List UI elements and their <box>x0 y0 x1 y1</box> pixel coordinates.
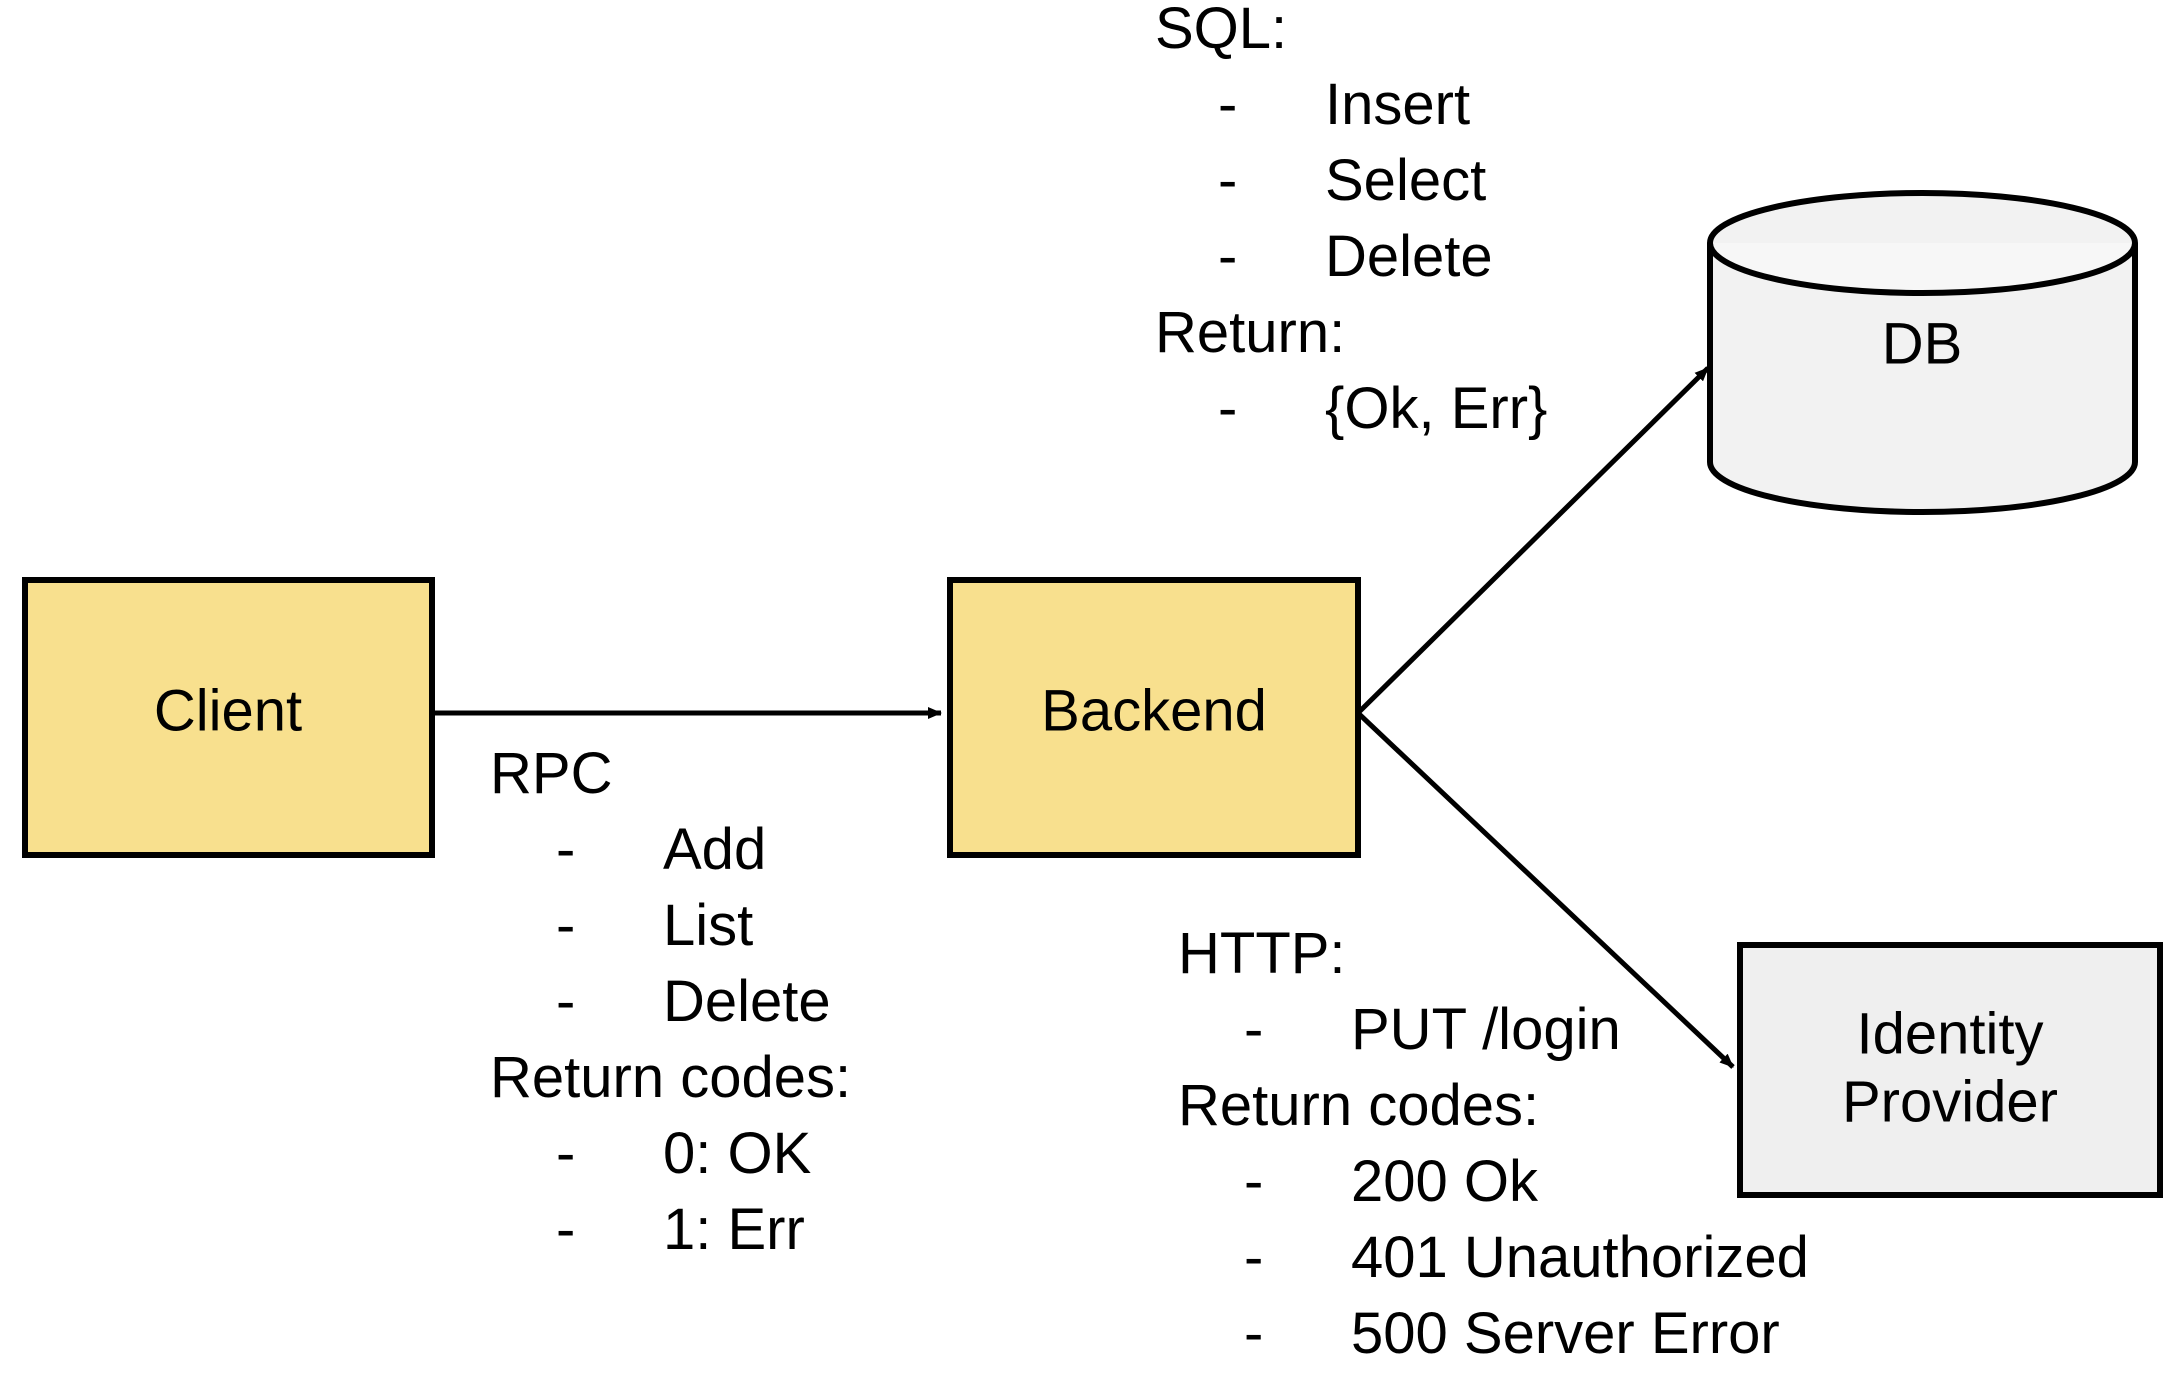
annotation-rpc: RPC - Add - List - Delete Return codes: … <box>490 741 851 1262</box>
sql-return-item-ok-err: {Ok, Err} <box>1325 376 1547 441</box>
rpc-heading: RPC <box>490 741 612 806</box>
http-return-codes-heading: Return codes: <box>1178 1073 1539 1138</box>
rpc-return-item-0-ok: 0: OK <box>663 1121 812 1186</box>
edge-backend-to-identity-provider <box>1356 711 1735 1069</box>
edge-backend-to-db <box>1356 366 1710 715</box>
rpc-item-delete: Delete <box>663 969 831 1034</box>
http-return-bullet-marker-1: - <box>1244 1225 1263 1290</box>
http-return-item-401-unauthorized: 401 Unauthorized <box>1351 1225 1809 1290</box>
backend-box-shape <box>947 577 1361 858</box>
node-identity-provider[interactable]: Identity Provider <box>1737 942 2163 1198</box>
rpc-item-add: Add <box>663 817 766 882</box>
http-item-put-login: PUT /login <box>1351 997 1621 1062</box>
identity-provider-label-line1: Identity <box>1857 1001 2044 1066</box>
rpc-return-item-1-err: 1: Err <box>663 1197 805 1262</box>
identity-provider-label-line2: Provider <box>1842 1069 2058 1134</box>
sql-heading: SQL: <box>1155 0 1287 61</box>
node-db[interactable]: DB <box>1707 190 2138 515</box>
rpc-bullet-marker-1: - <box>556 893 575 958</box>
http-bullet-marker-0: - <box>1244 997 1263 1062</box>
rpc-return-bullet-marker-0: - <box>556 1121 575 1186</box>
edge-line-backend-db <box>1356 366 1710 715</box>
annotation-sql: SQL: - Insert - Select - Delete Return: … <box>1155 0 1547 441</box>
sql-return-heading: Return: <box>1155 300 1345 365</box>
http-return-item-200-ok: 200 Ok <box>1351 1149 1539 1214</box>
http-heading: HTTP: <box>1178 921 1346 986</box>
node-client[interactable]: Client <box>22 577 435 858</box>
http-return-bullet-marker-2: - <box>1244 1301 1263 1366</box>
annotation-http: HTTP: - PUT /login Return codes: - 200 O… <box>1178 921 1809 1366</box>
sql-bullet-marker-0: - <box>1218 72 1237 137</box>
rpc-bullet-marker-0: - <box>556 817 575 882</box>
sql-item-delete: Delete <box>1325 224 1493 289</box>
identity-provider-box-shape <box>1737 942 2163 1198</box>
client-box-shape <box>22 577 435 858</box>
db-cylinder-top <box>1707 242 2138 296</box>
db-label: DB <box>1882 311 1963 376</box>
backend-box-label: Backend <box>1041 678 1267 743</box>
rpc-return-codes-heading: Return codes: <box>490 1045 851 1110</box>
http-return-item-500-server-error: 500 Server Error <box>1351 1301 1780 1366</box>
sql-item-select: Select <box>1325 148 1486 213</box>
client-box-label: Client <box>154 678 302 743</box>
sql-return-bullet-marker-0: - <box>1218 376 1237 441</box>
edge-line-backend-idp <box>1356 711 1735 1069</box>
rpc-return-bullet-marker-1: - <box>556 1197 575 1262</box>
sql-bullet-marker-2: - <box>1218 224 1237 289</box>
rpc-item-list: List <box>663 893 753 958</box>
http-return-bullet-marker-0: - <box>1244 1149 1263 1214</box>
node-backend[interactable]: Backend <box>947 577 1361 858</box>
sql-bullet-marker-1: - <box>1218 148 1237 213</box>
sql-item-insert: Insert <box>1325 72 1470 137</box>
rpc-bullet-marker-2: - <box>556 969 575 1034</box>
